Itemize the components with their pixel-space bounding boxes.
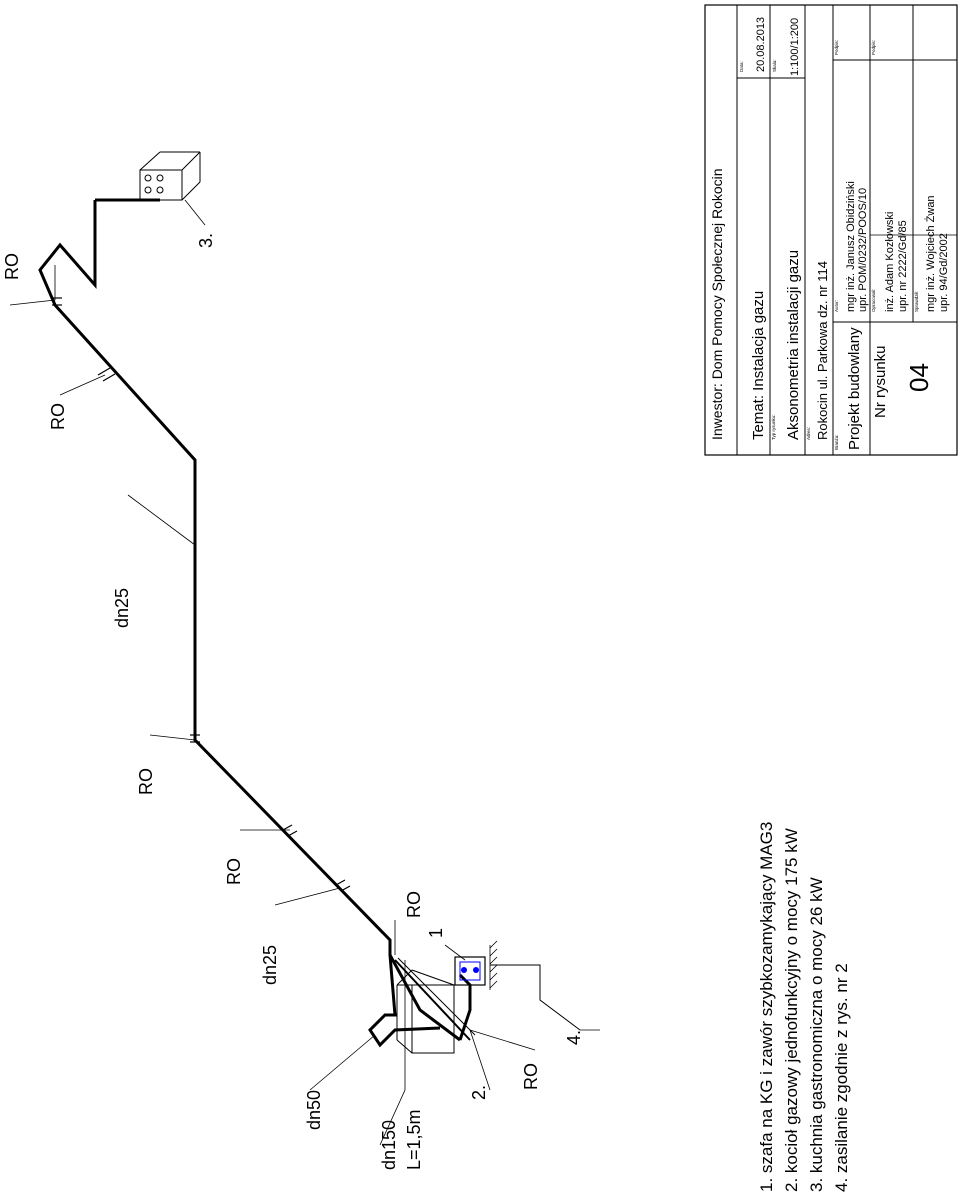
label-ro-2: RO <box>48 403 68 430</box>
label-ro-6: RO <box>521 1063 541 1090</box>
drawing-no-caption: Nr rysunku <box>872 345 889 418</box>
title-block: Inwestor: Dom Pomocy Społecznej Rokocin … <box>704 4 958 456</box>
main-gas-pipe <box>38 200 461 1042</box>
label-ro-4: RO <box>224 858 244 885</box>
label-dn50: dn50 <box>304 1090 324 1130</box>
gas-meter-cabinet <box>454 940 581 1031</box>
author-name: mgr inż. Janusz Obidziński <box>845 181 857 312</box>
scale-caption: Skala: <box>772 59 777 72</box>
drawing-labels: RO RO dn25 RO RO dn25 RO 1 dn50 dn150 L=… <box>2 233 584 1170</box>
leader-lines <box>9 199 600 1146</box>
date-value: 20.08.2013 <box>755 17 767 72</box>
sign-caption-1: Podpis: <box>834 40 839 55</box>
prepared-name: inż. Adam Kozłowski <box>884 212 896 312</box>
drawing-type-text: Aksonometria instalacji gazu <box>785 250 802 440</box>
prepared-license: upr. nr 2222/Gd/85 <box>897 220 909 312</box>
label-n1: 1 <box>426 928 446 938</box>
checked-caption: Sprawdził: <box>914 291 919 312</box>
checked-license: upr. 94/Gd/2002 <box>938 233 950 312</box>
label-n3: 3. <box>196 233 216 248</box>
label-length: L=1,5m <box>404 1109 424 1170</box>
label-ro-5: RO <box>404 891 424 918</box>
legend-item-3: 3. kuchnia gastronomiczna o mocy 26 kW <box>807 877 826 1192</box>
address-caption: Adres: <box>806 427 811 440</box>
label-n4: 4. <box>564 1030 584 1045</box>
author-license: upr. POM/0232/POOS/10 <box>857 188 869 312</box>
investor-text: Inwestor: Dom Pomocy Społecznej Rokocin <box>709 168 725 440</box>
address-text: Rokocin ul. Parkowa dz. nr 114 <box>815 261 830 440</box>
legend: 1. szafa na KG i zawór szybkozamykający … <box>757 822 851 1192</box>
date-caption: Data: <box>739 61 744 72</box>
prepared-caption: Opracował: <box>871 289 876 312</box>
kitchen-appliance <box>139 151 201 201</box>
branch-caption: Branża: <box>834 434 839 450</box>
insulating-joint-marks <box>52 297 351 892</box>
label-dn150: dn150 <box>379 1120 399 1170</box>
label-dn25-bottom: dn25 <box>260 945 280 985</box>
author-caption: Autor: <box>834 300 839 312</box>
label-ro-3: RO <box>136 768 156 795</box>
legend-item-2: 2. kocioł gazowy jednofunkcyjny o mocy 1… <box>782 828 801 1192</box>
sign-caption-2: Podpis: <box>871 40 876 55</box>
scale-value: 1:100/1:200 <box>789 18 801 76</box>
legend-item-1: 1. szafa na KG i zawór szybkozamykający … <box>757 822 776 1192</box>
topic-text: Temat: Instalacja gazu <box>750 291 767 440</box>
legend-item-4: 4. zasilanie zgodnie z rys. nr 2 <box>832 963 851 1192</box>
label-dn25-top: dn25 <box>112 588 132 628</box>
ground-hatch <box>489 940 498 990</box>
drawing-type-caption: Typ rysunku: <box>771 414 776 440</box>
branch-text: Projekt budowlany <box>846 327 863 450</box>
gas-boiler <box>396 969 455 1054</box>
drawing-no-value: 04 <box>904 363 934 392</box>
checked-name: mgr inż. Wojciech Żwan <box>924 195 937 312</box>
label-n2: 2. <box>469 1085 489 1100</box>
boiler-branch-pipe <box>368 954 441 1048</box>
label-ro-top: RO <box>2 253 22 280</box>
